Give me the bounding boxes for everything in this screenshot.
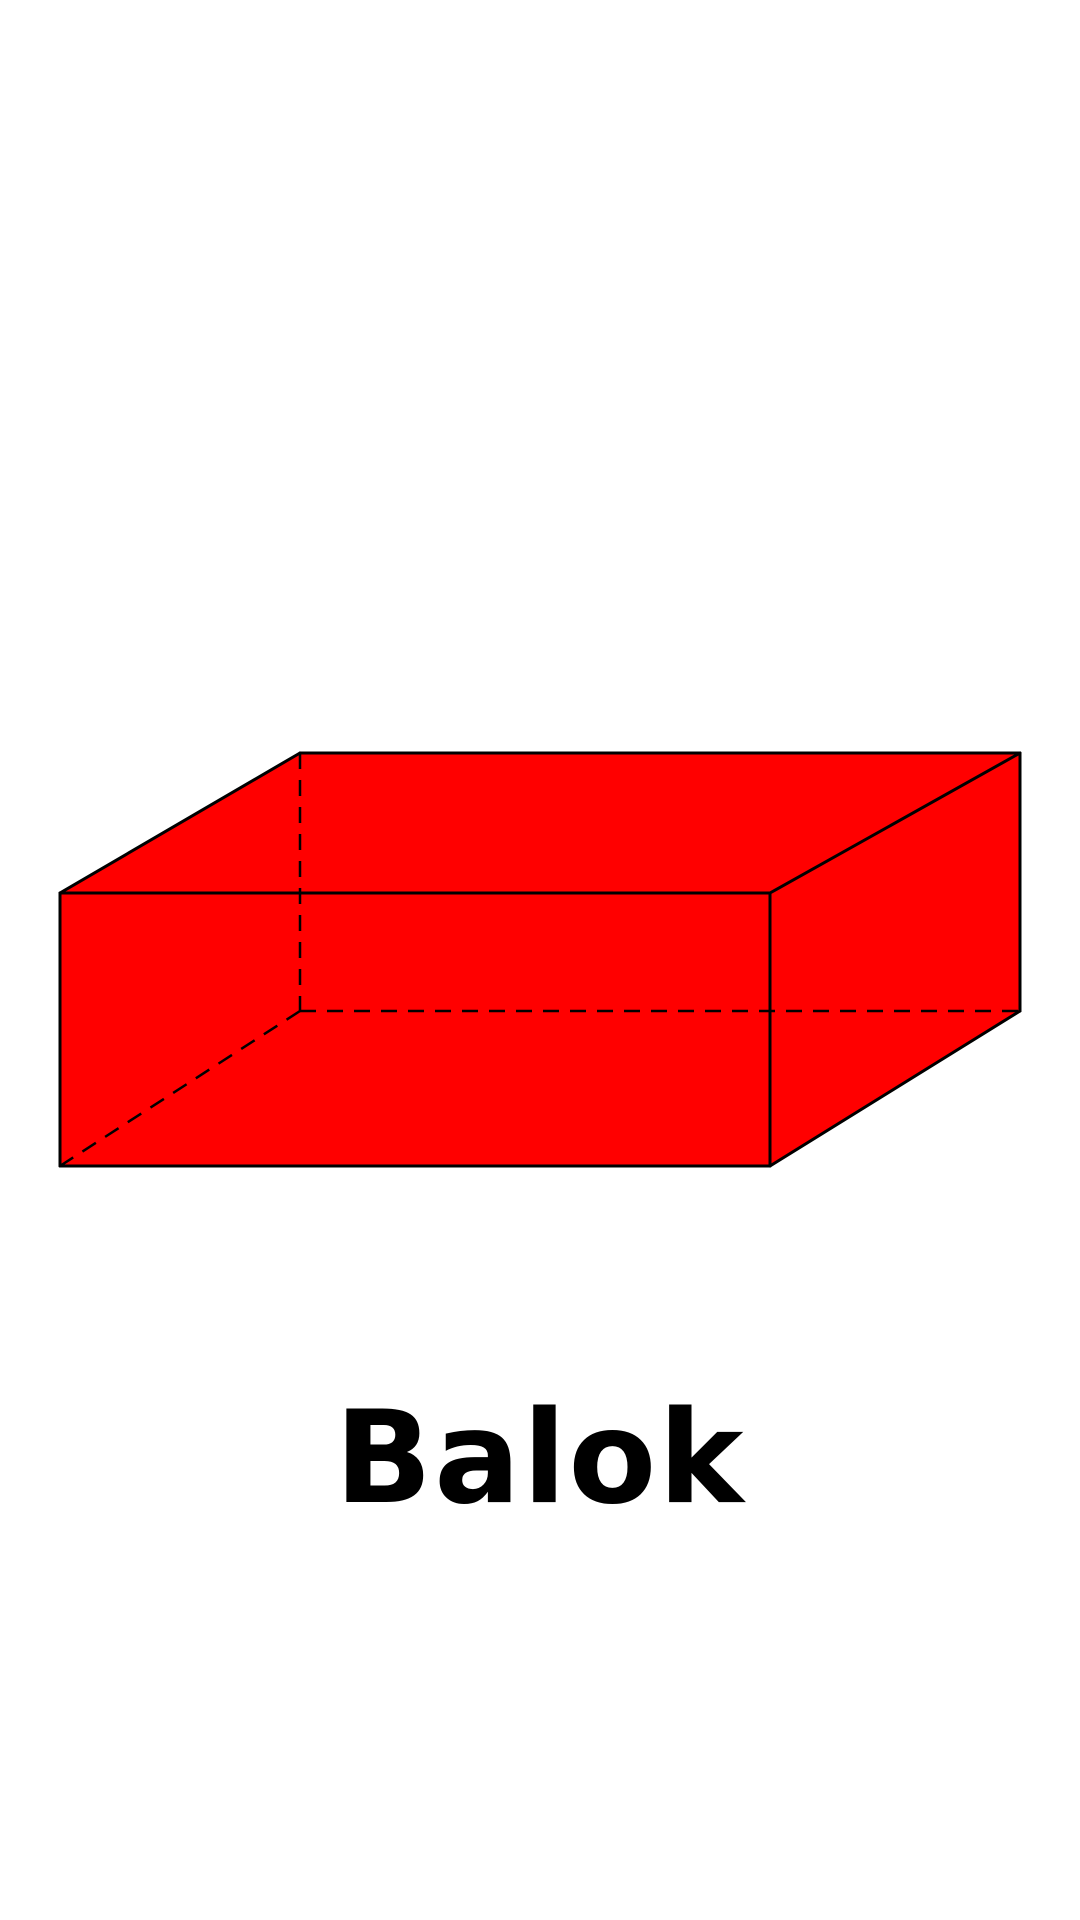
shape-name-label: Balok	[334, 1384, 746, 1533]
cuboid-right-face	[770, 753, 1020, 1166]
hidden-edge-diagonal	[59, 1009, 301, 1168]
cuboid-front-face	[60, 893, 770, 1166]
edge-top-left	[58, 751, 302, 895]
edge-bottom-right	[768, 1009, 1022, 1168]
edge-top-right	[768, 751, 1022, 895]
cuboid	[58, 751, 1022, 1168]
